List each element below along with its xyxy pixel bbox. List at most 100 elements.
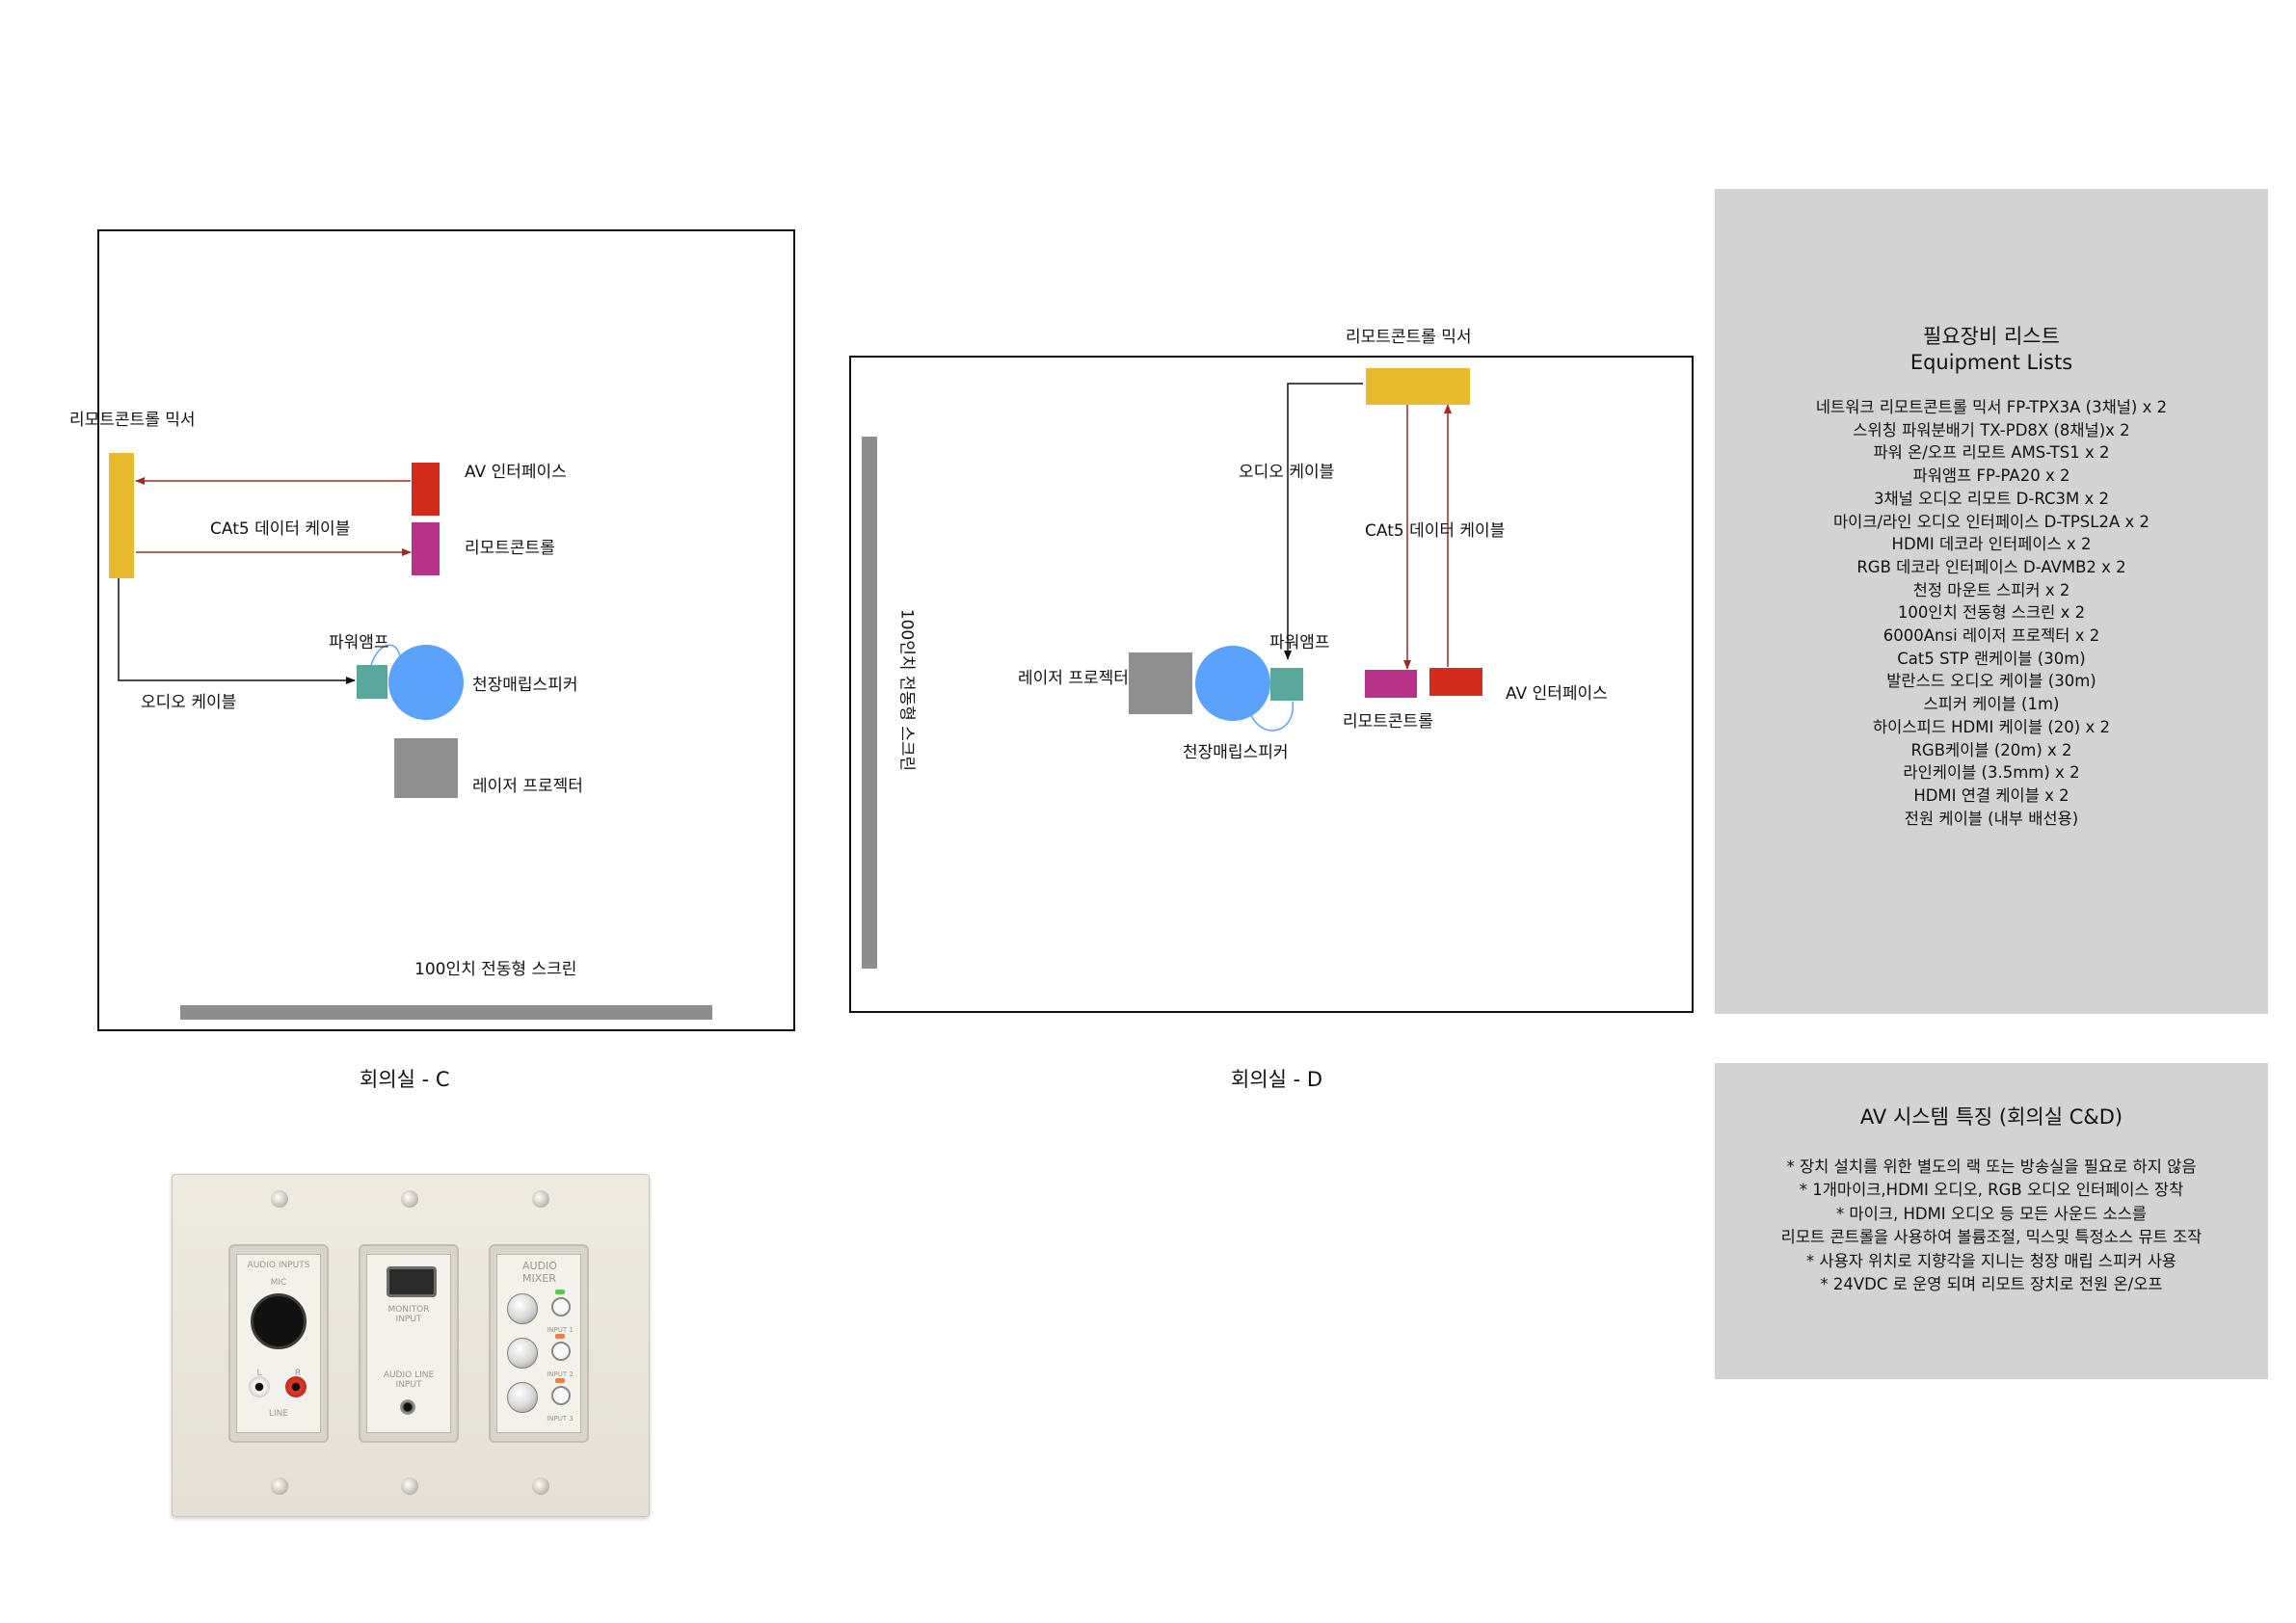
screw-icon bbox=[271, 1477, 288, 1495]
room-c-av-interface-box bbox=[412, 463, 440, 516]
list-item: 네트워크 리모트콘트롤 믹서 FP-TPX3A (3채널) x 2 bbox=[1815, 398, 2168, 416]
features-items: * 장치 설치를 위한 별도의 랙 또는 방송실을 필요로 하지 않음 * 1개… bbox=[1715, 1156, 2268, 1296]
mic-label: MIC bbox=[270, 1278, 287, 1288]
room-c-projector-label: 레이저 프로젝터 bbox=[472, 777, 583, 796]
room-c-speaker-circle bbox=[388, 645, 464, 720]
input-2-button bbox=[551, 1342, 571, 1361]
list-item: 3채널 오디오 리모트 D-RC3M x 2 bbox=[1874, 489, 2109, 508]
room-c-screen-label: 100인치 전동형 스크린 bbox=[414, 960, 577, 979]
room-d-speaker-circle bbox=[1195, 646, 1270, 721]
room-c-mixer-label: 리모트콘트롤 믹서 bbox=[69, 411, 196, 430]
xlr-mic-jack-icon bbox=[251, 1293, 307, 1349]
equipment-list-panel: 필요장비 리스트 Equipment Lists 네트워크 리모트콘트롤 믹서 … bbox=[1715, 189, 2268, 1014]
list-item: 스위칭 파워분배기 TX-PD8X (8채널)x 2 bbox=[1853, 420, 2130, 439]
minijack-icon bbox=[400, 1399, 415, 1415]
input-2-label: INPUT 2 bbox=[547, 1370, 574, 1378]
room-d-av-interface-box bbox=[1429, 668, 1482, 696]
list-item: RGB 데코라 인터페이스 D-AVMB2 x 2 bbox=[1856, 557, 2126, 576]
room-d-av-interface-label: AV 인터페이스 bbox=[1506, 684, 1608, 704]
led-green-icon bbox=[555, 1290, 565, 1294]
monitor-input-label: MONITOR INPUT bbox=[387, 1305, 430, 1325]
room-d-caption: 회의실 - D bbox=[1231, 1068, 1323, 1091]
input-3-label: INPUT 3 bbox=[547, 1415, 574, 1423]
input-3-button bbox=[551, 1386, 571, 1405]
list-item: 하이스피드 HDMI 케이블 (20) x 2 bbox=[1872, 717, 2110, 736]
input-1-label: INPUT 1 bbox=[547, 1326, 574, 1334]
room-c-audio-cable-label: 오디오 케이블 bbox=[141, 693, 237, 712]
input-1-button bbox=[551, 1297, 571, 1317]
list-item: 100인치 전동형 스크린 x 2 bbox=[1897, 603, 2086, 623]
led-orange-icon bbox=[555, 1334, 565, 1339]
audio-mixer-face: AUDIO MIXER INPUT 1 INPUT 2 INPUT 3 bbox=[496, 1254, 581, 1433]
list-item: * 1개마이크,HDMI 오디오, RGB 오디오 인터페이스 장착 bbox=[1799, 1181, 2184, 1200]
audio-inputs-face: AUDIO INPUTS MIC L R LINE bbox=[236, 1254, 321, 1433]
screw-icon bbox=[271, 1190, 288, 1208]
audio-inputs-label: AUDIO INPUTS bbox=[247, 1261, 310, 1270]
list-item: 마이크/라인 오디오 인터페이스 D-TPSL2A x 2 bbox=[1832, 512, 2149, 531]
room-d-projector-label: 레이저 프로젝터 bbox=[1018, 669, 1129, 688]
room-c-av-interface-label: AV 인터페이스 bbox=[465, 463, 567, 482]
room-c-cat5-label: CAt5 데이터 케이블 bbox=[210, 519, 351, 539]
list-item: 파워 온/오프 리모트 AMS-TS1 x 2 bbox=[1873, 443, 2110, 463]
room-d-screen-bar bbox=[862, 437, 877, 969]
room-d-projector-box bbox=[1129, 652, 1192, 714]
room-d-mixer-box bbox=[1366, 368, 1470, 405]
rca-left-jack-icon bbox=[249, 1376, 270, 1397]
room-c-mixer-box bbox=[109, 453, 134, 578]
list-item: * 장치 설치를 위한 별도의 랙 또는 방송실을 필요로 하지 않음 bbox=[1786, 1157, 2197, 1176]
audio-mixer-module: AUDIO MIXER INPUT 1 INPUT 2 INPUT 3 bbox=[489, 1244, 589, 1443]
volume-knob-2-icon bbox=[507, 1338, 538, 1369]
list-item: * 24VDC 로 운영 되며 리모트 장치로 전원 온/오프 bbox=[1820, 1275, 2163, 1294]
list-item: 전원 케이블 (내부 배선용) bbox=[1904, 809, 2079, 828]
audio-line-input-label: AUDIO LINE INPUT bbox=[383, 1370, 435, 1391]
room-c-power-amp-box bbox=[357, 665, 387, 699]
screw-icon bbox=[401, 1477, 418, 1495]
led-orange-icon bbox=[555, 1378, 565, 1383]
equipment-list-subtitle: Equipment Lists bbox=[1909, 351, 2073, 374]
screw-icon bbox=[401, 1190, 418, 1208]
monitor-input-module: MONITOR INPUT AUDIO LINE INPUT bbox=[359, 1244, 459, 1443]
room-d-audio-cable-line bbox=[1284, 383, 1363, 660]
list-item: 라인케이블 (3.5mm) x 2 bbox=[1903, 763, 2080, 783]
r-label: R bbox=[294, 1369, 302, 1378]
room-d-amp-speaker-wire bbox=[1249, 701, 1294, 732]
features-panel: AV 시스템 특징 (회의실 C&D) * 장치 설치를 위한 별도의 랙 또는… bbox=[1715, 1063, 2268, 1379]
room-d-cat5-label: CAt5 데이터 케이블 bbox=[1365, 521, 1506, 541]
equipment-list-items: 네트워크 리모트콘트롤 믹서 FP-TPX3A (3채널) x 2 스위칭 파워… bbox=[1715, 396, 2268, 830]
room-c-caption: 회의실 - C bbox=[360, 1068, 450, 1091]
room-d-mixer-label: 리모트콘트롤 믹서 bbox=[1346, 328, 1472, 347]
vga-port-icon bbox=[387, 1266, 437, 1297]
room-d-outline bbox=[849, 356, 1694, 1013]
room-c-audio-cable-line bbox=[118, 578, 356, 684]
list-item: HDMI 연결 케이블 x 2 bbox=[1913, 785, 2069, 805]
list-item: 6000Ansi 레이저 프로젝터 x 2 bbox=[1882, 626, 2100, 646]
list-item: 리모트 콘트롤을 사용하여 볼륨조절, 믹스및 특정소스 뮤트 조작 bbox=[1780, 1228, 2203, 1247]
room-d-remote-box bbox=[1365, 670, 1417, 698]
list-item: * 사용자 위치로 지향각을 지니는 청장 매립 스피커 사용 bbox=[1805, 1251, 2177, 1270]
rca-right-jack-icon bbox=[285, 1376, 307, 1397]
room-c-projector-box bbox=[394, 738, 458, 798]
equipment-list-title: 필요장비 리스트 bbox=[1923, 325, 2060, 348]
room-c-screen-bar bbox=[180, 1005, 712, 1020]
screw-icon bbox=[532, 1190, 549, 1208]
volume-knob-3-icon bbox=[507, 1382, 538, 1413]
volume-knob-1-icon bbox=[507, 1293, 538, 1324]
room-c-speaker-label: 천장매립스피커 bbox=[472, 676, 578, 695]
room-d-speaker-label: 천장매립스피커 bbox=[1183, 743, 1289, 762]
monitor-input-face: MONITOR INPUT AUDIO LINE INPUT bbox=[366, 1254, 451, 1433]
line-label: LINE bbox=[268, 1409, 289, 1419]
wall-plate-image: AUDIO INPUTS MIC L R LINE MONITOR INPUT … bbox=[172, 1174, 650, 1517]
list-item: 파워앰프 FP-PA20 x 2 bbox=[1912, 466, 2070, 486]
list-item: * 마이크, HDMI 오디오 등 모든 사운드 소스를 bbox=[1835, 1204, 2148, 1223]
room-d-power-amp-box bbox=[1270, 668, 1303, 701]
room-d-remote-label: 리모트콘트롤 bbox=[1343, 712, 1433, 732]
room-c-power-amp-label: 파워앰프 bbox=[329, 633, 389, 652]
list-item: 천정 마운트 스피커 x 2 bbox=[1912, 580, 2070, 599]
room-c-remote-box bbox=[412, 522, 440, 575]
screw-icon bbox=[532, 1477, 549, 1495]
l-label: L bbox=[256, 1369, 262, 1378]
room-d-audio-cable-label: 오디오 케이블 bbox=[1239, 463, 1335, 482]
list-item: 스피커 케이블 (1m) bbox=[1923, 695, 2060, 714]
room-c-outline bbox=[97, 229, 795, 1031]
list-item: 발란스드 오디오 케이블 (30m) bbox=[1886, 672, 2096, 691]
